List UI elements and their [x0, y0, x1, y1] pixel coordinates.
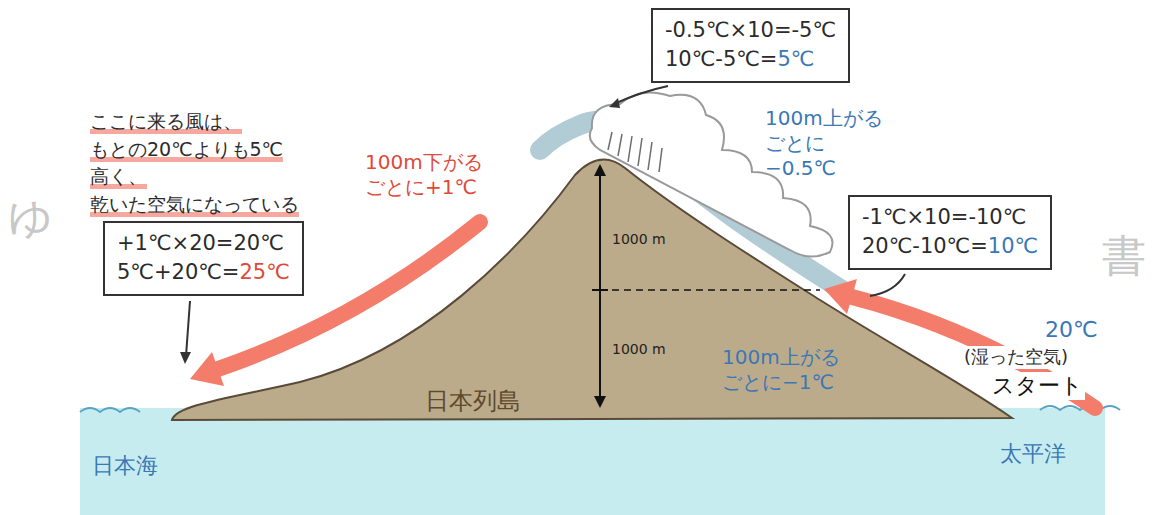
rate-label: 100m下がる ごとに+1℃ — [365, 150, 483, 200]
result-value: 5℃ — [777, 47, 814, 71]
temperature-label: 20℃ — [1043, 316, 1100, 344]
rain-hatch — [608, 132, 662, 172]
dimension-label: 1000 m — [612, 231, 666, 249]
air-label: (湿った空気) — [962, 346, 1070, 369]
rate-label: 100m上がる ごとに−0.5℃ — [765, 106, 883, 181]
formula-text: -1℃×10=-10℃ — [862, 205, 1026, 229]
formula-text: 20℃-10℃= — [862, 234, 988, 258]
box-line: 5℃+20℃=25℃ — [117, 258, 290, 287]
box-line: -0.5℃×10=-5℃ — [665, 16, 836, 45]
sea — [80, 408, 1105, 515]
region-name: 日本列島 — [425, 386, 521, 416]
result-value: 25℃ — [239, 260, 289, 284]
calc-box: -1℃×10=-10℃ 20℃-10℃=10℃ — [848, 195, 1052, 270]
formula-text: 5℃+20℃= — [117, 260, 239, 284]
box-line: -1℃×10=-10℃ — [862, 203, 1038, 232]
rate-label: 100m上がる ごとに−1℃ — [722, 345, 840, 395]
height-line — [599, 172, 601, 402]
dashed-line — [600, 289, 820, 291]
sea-name: 日本海 — [92, 452, 158, 480]
formula-text: -0.5℃×10=-5℃ — [665, 18, 836, 42]
result-value: 10℃ — [988, 234, 1038, 258]
watermark: ゆ — [8, 190, 53, 245]
arrowhead — [609, 98, 620, 108]
arrowhead — [594, 164, 606, 176]
box-line: +1℃×20=20℃ — [117, 229, 290, 258]
wind-arrow — [852, 297, 1095, 408]
arrowhead — [824, 279, 857, 314]
leader-line — [186, 301, 190, 356]
arrowhead — [190, 352, 224, 386]
note-text: ここに来る風は、 もとの20℃よりも5℃高く、 乾いた空気になっている — [90, 108, 299, 218]
arrowhead — [594, 396, 606, 408]
leader-line — [870, 274, 905, 296]
formula-text: 10℃-5℃= — [665, 47, 777, 71]
arrowhead — [180, 352, 191, 364]
sea-name: 太平洋 — [1000, 440, 1066, 468]
watermark: 書 — [1102, 228, 1146, 283]
calc-box: +1℃×20=20℃ 5℃+20℃=25℃ — [103, 221, 304, 296]
calc-box: -0.5℃×10=-5℃ 10℃-5℃=5℃ — [651, 8, 850, 83]
start-label: スタート — [990, 372, 1085, 400]
formula-text: +1℃×20=20℃ — [117, 231, 284, 255]
dimension-label: 1000 m — [612, 341, 666, 359]
leader-line — [614, 86, 668, 104]
box-line: 20℃-10℃=10℃ — [862, 232, 1038, 261]
box-line: 10℃-5℃=5℃ — [665, 45, 836, 74]
tick — [592, 289, 608, 291]
